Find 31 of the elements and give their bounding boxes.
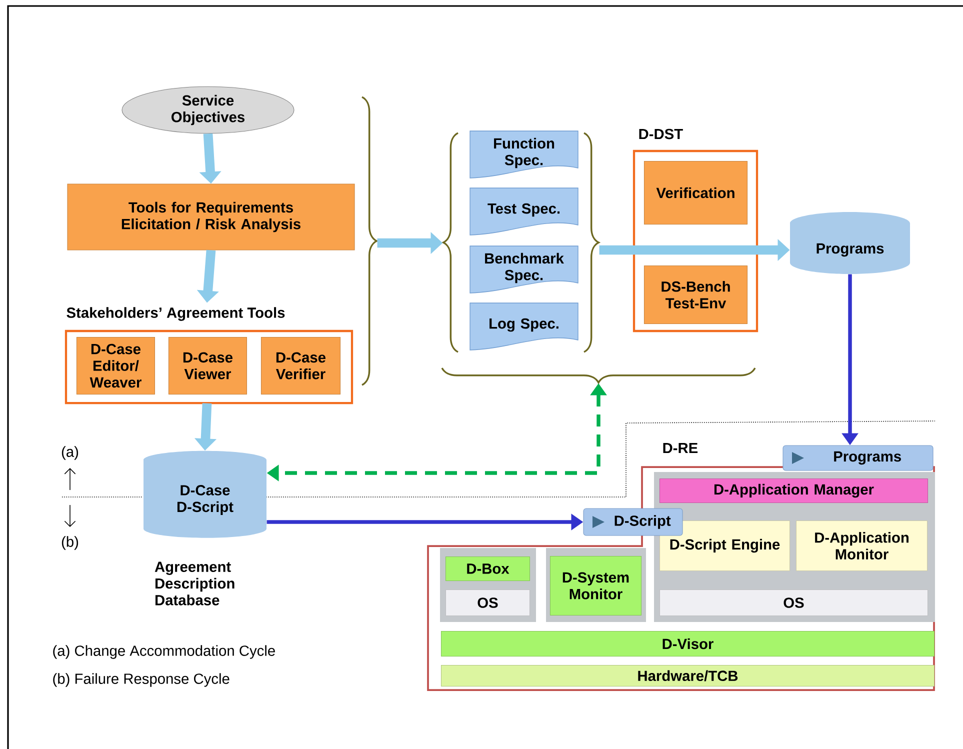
- note-text: (b) Failure Response Cycle: [53, 673, 230, 687]
- tab-label: D-Script: [583, 508, 683, 536]
- component-bar: Hardware/TCB: [440, 664, 935, 686]
- brace: [584, 132, 600, 353]
- process-box: DS-Bench Test-Env: [644, 265, 748, 324]
- component-bar: OS: [659, 589, 928, 616]
- component-bar: D-Application Manager: [659, 478, 928, 503]
- component-bar: D-Visor: [440, 630, 935, 656]
- oval-node: Service Objectives: [122, 86, 294, 134]
- process-box: Verification: [644, 160, 748, 224]
- caption-text: Agreement Description Database: [154, 562, 234, 606]
- node-label: D-RE: [663, 442, 698, 454]
- tool-box: D-Case Verifier: [260, 336, 340, 394]
- node-label: Stakeholders’ Agreement Tools: [66, 307, 285, 321]
- tool-box: D-Case Editor/ Weaver: [76, 336, 155, 394]
- component-box: D-Application Monitor: [796, 520, 928, 572]
- node-label: D-DST: [639, 128, 683, 140]
- component-box: D-System Monitor: [550, 556, 642, 616]
- database-cylinder: Programs: [790, 212, 910, 274]
- tool-box: D-Case Viewer: [168, 336, 247, 394]
- note-text: (a) Change Accommodation Cycle: [53, 645, 275, 659]
- brace: [442, 132, 458, 353]
- tab-label: Programs: [782, 445, 934, 471]
- note-text: (b): [62, 536, 78, 550]
- note-text: (a): [62, 446, 78, 460]
- brace: [441, 368, 756, 384]
- process-box: Tools for Requirements Elicitation / Risk Analysis: [67, 184, 355, 250]
- component-box: OS: [445, 589, 530, 616]
- database-cylinder: D-Case D-Script: [144, 450, 266, 538]
- component-box: D-Box: [445, 556, 530, 581]
- brace: [362, 96, 378, 386]
